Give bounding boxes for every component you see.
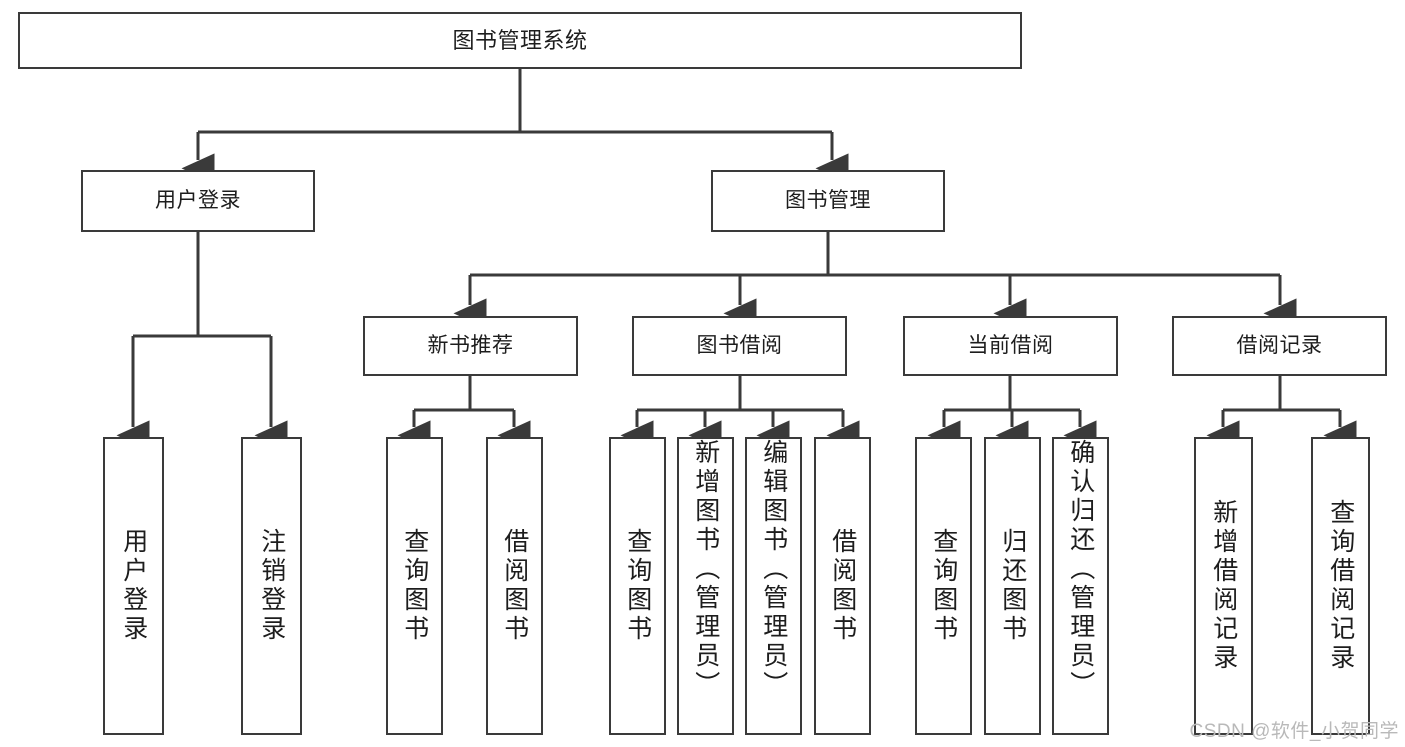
- node-label: 查询图书: [623, 528, 652, 644]
- leaf-query-book-borrow[interactable]: 查询图书: [609, 437, 666, 735]
- node-label: 图书管理系统: [452, 27, 588, 53]
- node-label: 借阅图书: [500, 528, 529, 644]
- node-label: 确认归还（管理员）: [1066, 439, 1095, 700]
- leaf-add-book-admin[interactable]: 新增图书（管理员）: [677, 437, 734, 735]
- node-label: 用户登录: [119, 528, 148, 644]
- node-label: 查询图书: [929, 528, 958, 644]
- node-label: 归还图书: [998, 528, 1027, 644]
- node-borrow-record[interactable]: 借阅记录: [1172, 316, 1387, 376]
- leaf-query-book-current[interactable]: 查询图书: [915, 437, 972, 735]
- node-label: 借阅记录: [1236, 333, 1323, 357]
- node-book-borrow[interactable]: 图书借阅: [632, 316, 847, 376]
- leaf-query-book-recommend[interactable]: 查询图书: [386, 437, 443, 735]
- node-label: 借阅图书: [828, 528, 857, 644]
- node-label: 图书管理: [785, 188, 871, 212]
- node-label: 新增图书（管理员）: [691, 439, 720, 700]
- node-label: 图书借阅: [696, 333, 783, 357]
- node-current-borrow[interactable]: 当前借阅: [903, 316, 1118, 376]
- node-label: 用户登录: [155, 188, 241, 212]
- leaf-borrow-book-recommend[interactable]: 借阅图书: [486, 437, 543, 735]
- node-label: 当前借阅: [967, 333, 1054, 357]
- node-new-book-recommend[interactable]: 新书推荐: [363, 316, 578, 376]
- node-book-management[interactable]: 图书管理: [711, 170, 945, 232]
- node-user-login[interactable]: 用户登录: [81, 170, 315, 232]
- leaf-add-borrow-record[interactable]: 新增借阅记录: [1194, 437, 1253, 735]
- node-root-system[interactable]: 图书管理系统: [18, 12, 1022, 69]
- node-label: 新书推荐: [427, 333, 514, 357]
- node-label: 编辑图书（管理员）: [759, 439, 788, 700]
- node-label: 新增借阅记录: [1209, 499, 1238, 673]
- leaf-user-logout[interactable]: 注销登录: [241, 437, 302, 735]
- node-label: 注销登录: [257, 528, 286, 644]
- leaf-edit-book-admin[interactable]: 编辑图书（管理员）: [745, 437, 802, 735]
- node-label: 查询借阅记录: [1326, 499, 1355, 673]
- leaf-confirm-return-admin[interactable]: 确认归还（管理员）: [1052, 437, 1109, 735]
- leaf-borrow-book[interactable]: 借阅图书: [814, 437, 871, 735]
- watermark: CSDN @软件_小贺同学: [1189, 721, 1399, 742]
- leaf-return-book[interactable]: 归还图书: [984, 437, 1041, 735]
- leaf-query-borrow-record[interactable]: 查询借阅记录: [1311, 437, 1370, 735]
- node-label: 查询图书: [400, 528, 429, 644]
- leaf-user-login[interactable]: 用户登录: [103, 437, 164, 735]
